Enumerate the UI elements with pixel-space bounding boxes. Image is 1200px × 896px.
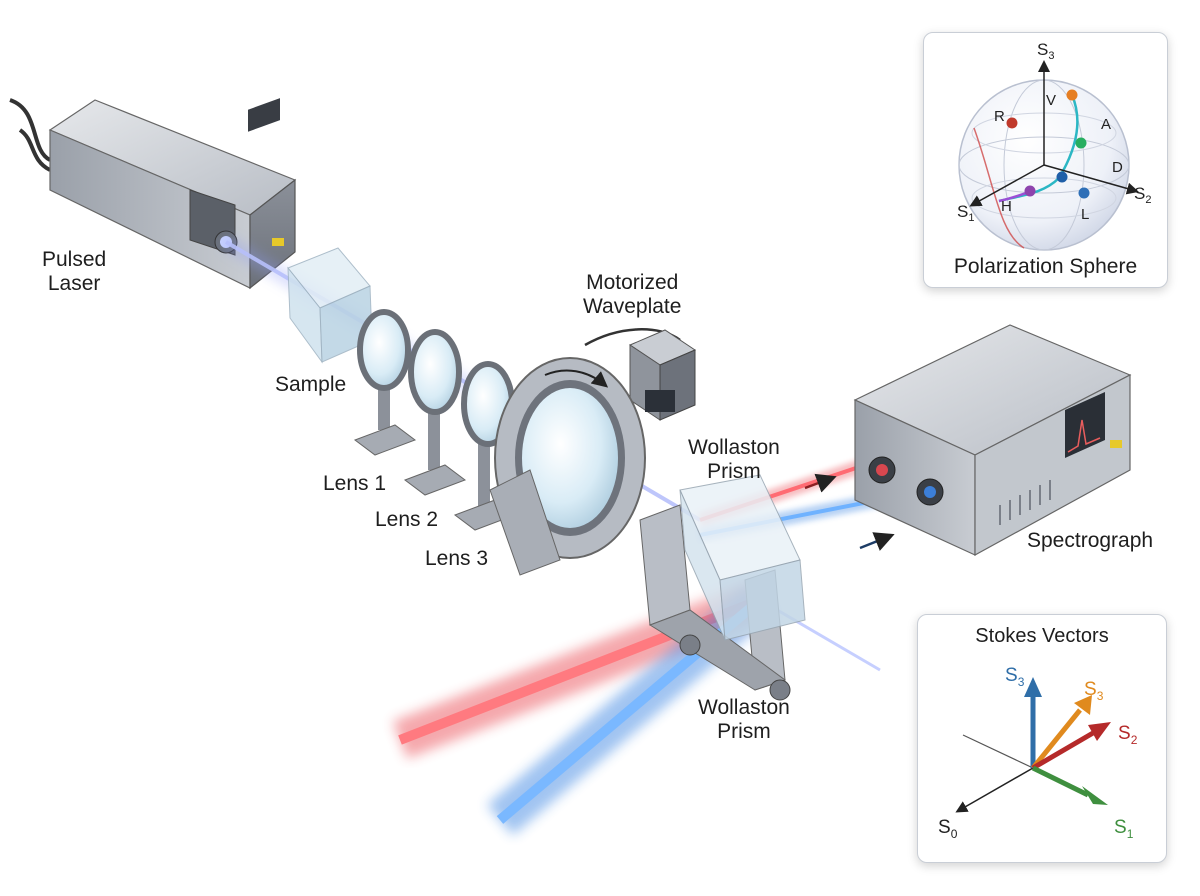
axis-s3-label: S3: [1037, 40, 1054, 62]
stokes-axes: S3 S3 S2 S1 S0: [938, 665, 1138, 841]
spectrograph-label: Spectrograph: [1027, 529, 1154, 552]
motorized-waveplate: [489, 328, 697, 576]
vector-s3-orange-label: S3: [1084, 679, 1104, 703]
lens-1: [353, 309, 417, 456]
point-d: [1056, 171, 1068, 183]
vector-s3-orange: [1031, 708, 1082, 770]
lens-1-label: Lens 1: [323, 472, 387, 495]
stokes-vectors-panel: Stokes Vectors S3 S3 S2 S1 S0: [917, 614, 1167, 863]
lens-3-label: Lens 3: [425, 547, 489, 570]
polarization-sphere-title: Polarization Sphere: [953, 255, 1138, 278]
sample-label: Sample: [275, 373, 347, 396]
vector-s1-label: S1: [1114, 817, 1134, 841]
point-h: [1024, 185, 1036, 197]
pulsed-laser: [9, 98, 297, 290]
polarization-sphere-panel: S3 S2 S1 R V A D H L Polarization Sphere: [923, 32, 1168, 288]
stokes-vectors-title: Stokes Vectors: [975, 625, 1109, 647]
point-a: [1075, 137, 1087, 149]
lens-2: [403, 329, 467, 496]
point-v-label: V: [1046, 92, 1056, 109]
point-r: [1006, 117, 1018, 129]
point-l: [1078, 187, 1090, 199]
vector-s3-blue-label: S3: [1005, 665, 1025, 689]
point-l-label: L: [1081, 206, 1089, 223]
vector-s2-label: S2: [1118, 723, 1138, 747]
point-a-label: A: [1101, 116, 1111, 133]
spectrograph: [853, 324, 1132, 557]
vector-s2: [1031, 730, 1095, 771]
point-d-label: D: [1112, 159, 1123, 176]
point-h-label: H: [1001, 198, 1012, 215]
vector-s0-label: S0: [938, 817, 958, 841]
vector-s1: [1031, 765, 1090, 798]
axis-s2-label: S2: [1134, 184, 1151, 206]
axis-s1-label: S1: [957, 202, 974, 224]
lens-2-label: Lens 2: [375, 508, 439, 531]
point-r-label: R: [994, 108, 1005, 125]
point-v: [1066, 89, 1078, 101]
poincare-sphere: S3 S2 S1 R V A D H L: [957, 40, 1151, 251]
wollaston-prism: [639, 474, 806, 701]
